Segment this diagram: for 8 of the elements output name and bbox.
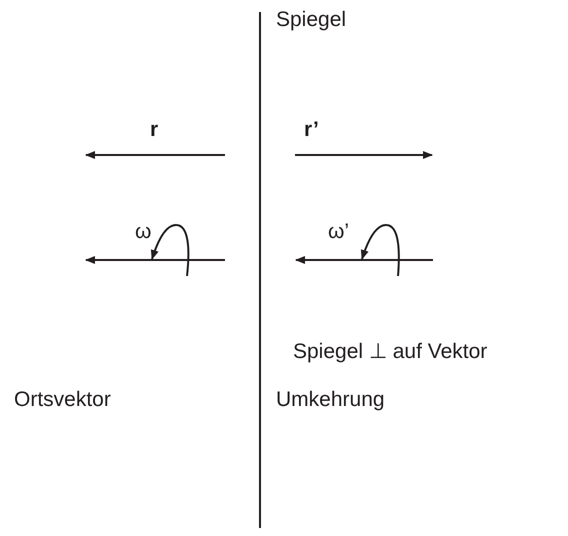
column-caption: Umkehrung [276,388,385,412]
vector-label: r’ [304,118,319,142]
vector-label: r [150,118,158,142]
note-text: Spiegel ⊥ auf Vektor [293,340,488,364]
mirror-label: Spiegel [276,8,346,32]
vector-label: ω’ [328,220,350,244]
column-caption: Ortsvektor [14,388,111,412]
vector-label: ω [135,220,152,244]
